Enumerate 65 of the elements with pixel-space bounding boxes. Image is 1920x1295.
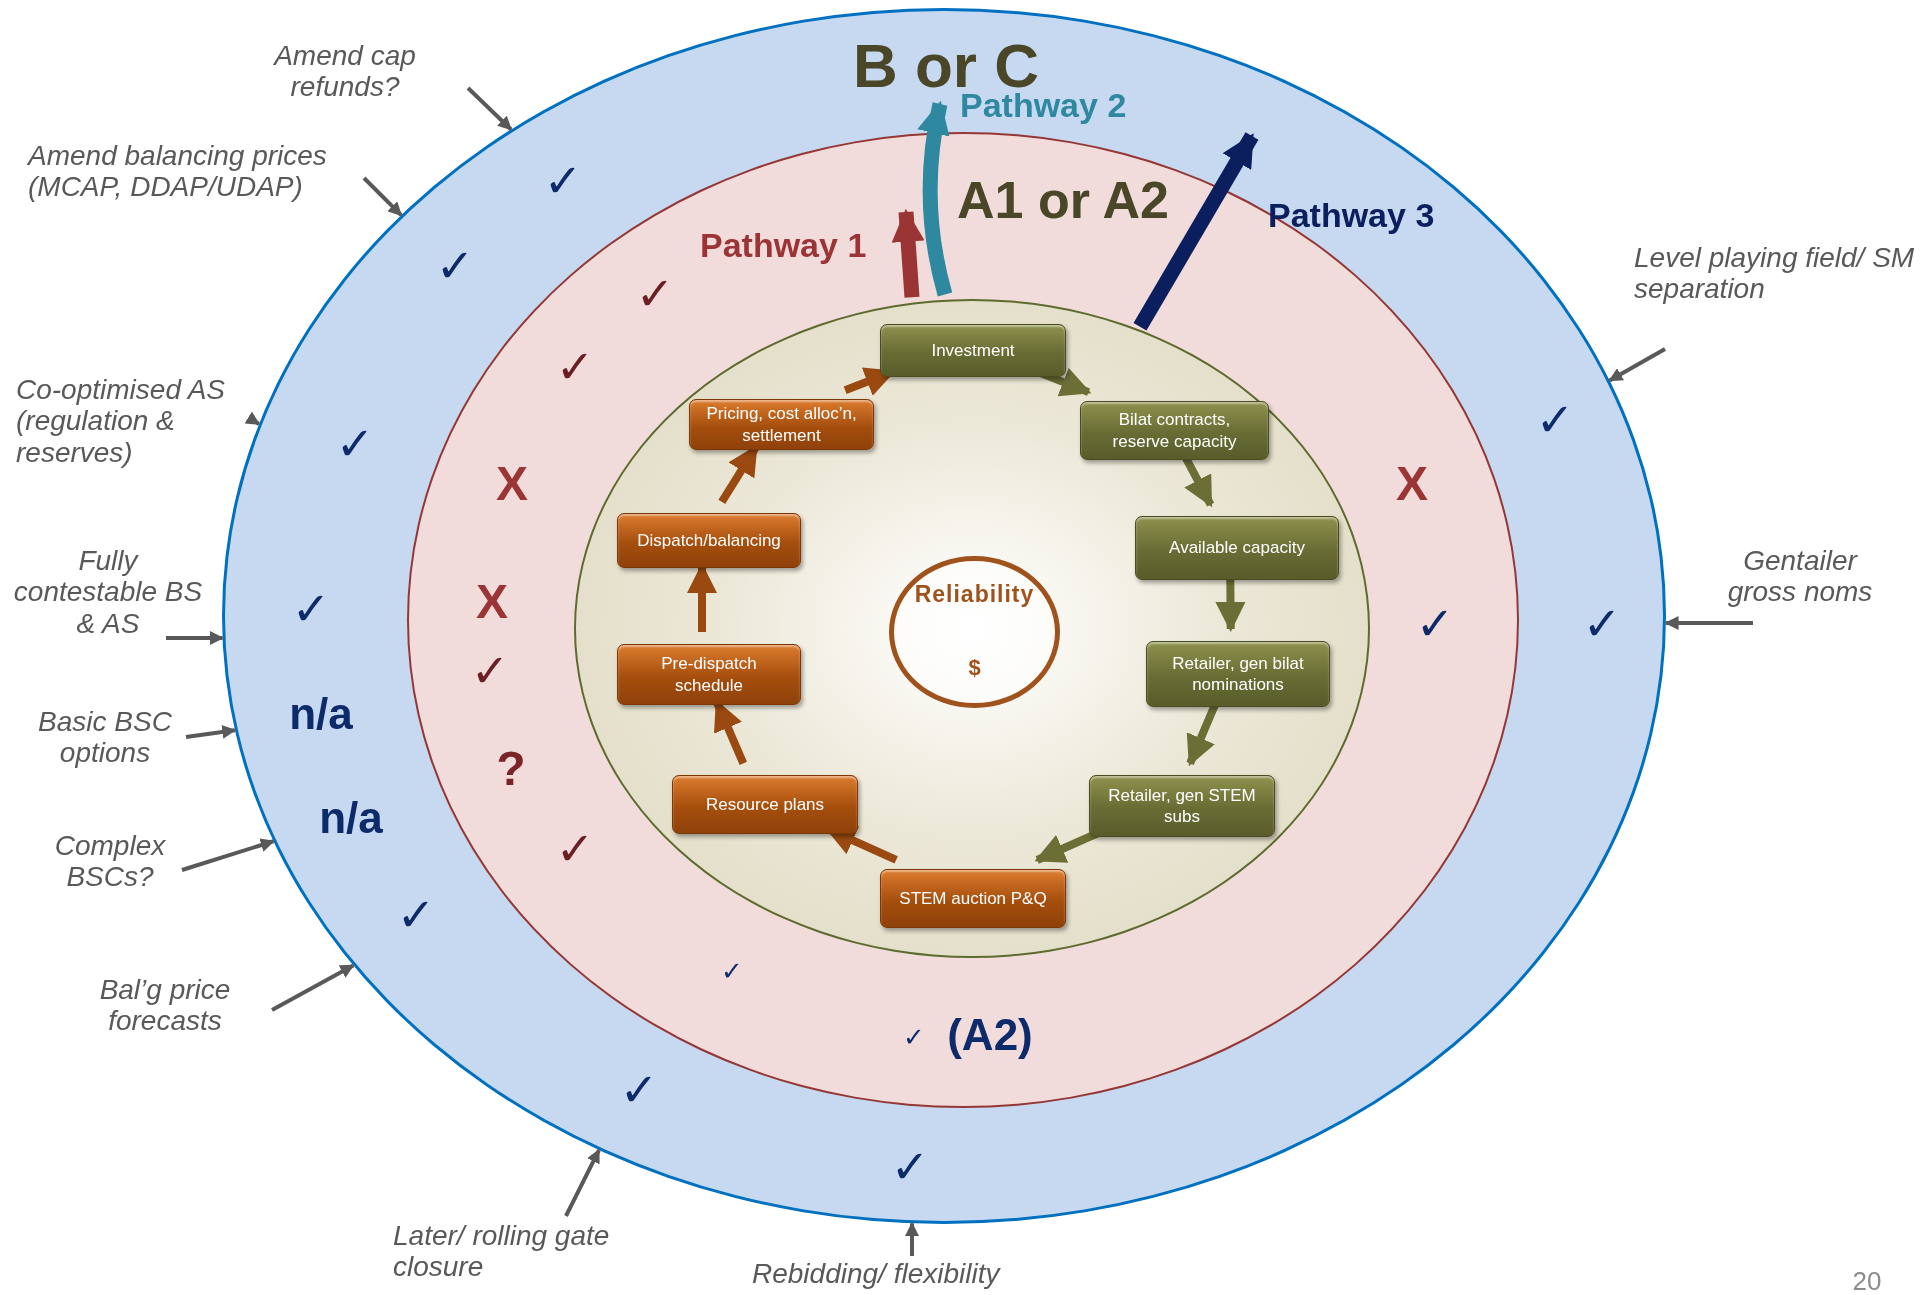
circle-title: Reliability xyxy=(913,581,1036,608)
process-box: Investment xyxy=(880,324,1066,377)
process-box: Resource plans xyxy=(672,775,858,834)
check-mark: ✓ xyxy=(291,586,331,632)
leader-line xyxy=(362,176,403,217)
annotation-text: Basic BSC options xyxy=(30,706,180,769)
arrow xyxy=(1215,577,1246,633)
check-mark: ✓ xyxy=(619,1067,659,1113)
cross-mark: X xyxy=(496,460,528,508)
process-box: Retailer, gen STEM subs xyxy=(1089,775,1275,837)
check-mark: ✓ xyxy=(1535,397,1575,443)
process-box: Bilat contracts, reserve capacity xyxy=(1080,401,1269,460)
leader-line xyxy=(166,631,224,645)
process-box: Pricing, cost alloc’n, settlement xyxy=(689,399,874,450)
cross-mark: X xyxy=(476,578,508,626)
page-number: 20 xyxy=(1852,1268,1882,1294)
annotation-text: Complex BSCs? xyxy=(40,830,180,893)
process-box: Dispatch/balancing xyxy=(617,513,801,568)
leader-line xyxy=(244,411,261,426)
na-label: n/a xyxy=(319,796,383,840)
leader-line xyxy=(271,963,355,1012)
leader-line xyxy=(905,1222,919,1256)
check-mark: ✓ xyxy=(470,648,510,694)
leader-line xyxy=(466,86,513,131)
check-mark: ✓ xyxy=(721,958,743,984)
check-mark: ✓ xyxy=(903,1024,925,1050)
cross-mark: X xyxy=(1396,460,1428,508)
check-mark: ✓ xyxy=(435,243,475,289)
question-mark: ? xyxy=(496,745,526,793)
check-mark: ✓ xyxy=(890,1144,930,1190)
annotation-text: Bal’g price forecasts xyxy=(80,974,250,1037)
check-mark: ✓ xyxy=(555,344,595,390)
leader-line xyxy=(181,838,275,872)
currency-label: $ xyxy=(968,655,981,681)
pathway-arrow xyxy=(917,100,953,297)
edge-label: Pathway 1 xyxy=(700,228,867,262)
check-mark: ✓ xyxy=(396,892,436,938)
process-box: STEM auction P&Q xyxy=(880,869,1066,928)
option-label: (A2) xyxy=(947,1013,1033,1057)
leader-line xyxy=(1664,616,1753,630)
check-mark: ✓ xyxy=(1415,601,1455,647)
annotation-text: Fully contestable BS & AS xyxy=(8,545,208,640)
annotation-text: Level playing field/ SM separation xyxy=(1634,242,1918,305)
pathway-arrow xyxy=(891,208,925,298)
check-mark: ✓ xyxy=(555,826,595,872)
ring-title: A1 or A2 xyxy=(957,174,1169,226)
annotation-text: Rebidding/ flexibility xyxy=(752,1258,1072,1290)
annotation-text: Gentailer gross noms xyxy=(1712,545,1888,608)
check-mark: ✓ xyxy=(635,271,675,317)
annotation-text: Amend balancing prices (MCAP, DDAP/UDAP) xyxy=(28,140,358,203)
leader-line xyxy=(185,725,237,739)
check-mark: ✓ xyxy=(1582,601,1622,647)
process-box: Pre-dispatch schedule xyxy=(617,644,801,705)
edge-label: Pathway 3 xyxy=(1268,198,1435,232)
annotation-text: Amend cap refunds? xyxy=(245,40,445,103)
process-box: Retailer, gen bilat nominations xyxy=(1146,641,1330,707)
check-mark: ✓ xyxy=(335,421,375,467)
annotation-text: Co-optimised AS (regulation & reserves) xyxy=(16,374,252,469)
leader-line xyxy=(564,1148,601,1217)
process-box: Available capacity xyxy=(1135,516,1339,580)
na-label: n/a xyxy=(289,692,353,736)
annotation-text: Later/ rolling gate closure xyxy=(393,1220,683,1283)
pathway-arrow xyxy=(1133,132,1259,331)
check-mark: ✓ xyxy=(543,158,583,204)
leader-line xyxy=(1608,347,1666,383)
